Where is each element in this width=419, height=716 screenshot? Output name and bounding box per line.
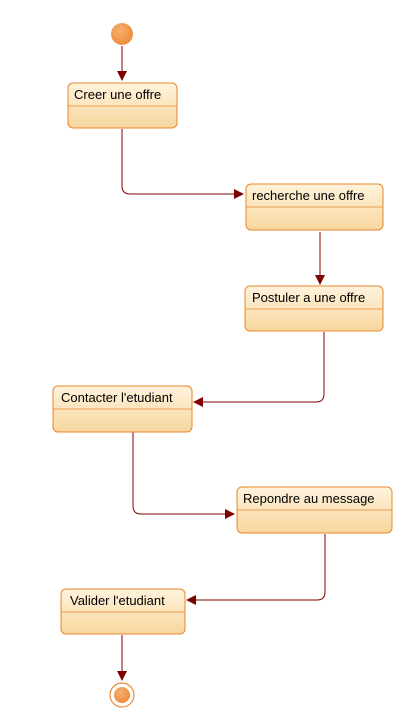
state-valider-l-etudiant[interactable]: Valider l'etudiant (60, 588, 186, 635)
initial-node[interactable] (111, 23, 133, 45)
transition-s4-to-s5[interactable] (132, 432, 235, 519)
state-creer-une-offre[interactable]: Creer une offre (67, 82, 178, 129)
transition-s1-to-s2[interactable] (121, 129, 244, 199)
transition-s5-to-s6[interactable] (186, 534, 326, 605)
final-node[interactable] (109, 682, 135, 708)
state-recherche-une-offre[interactable]: recherche une offre (245, 183, 384, 231)
state-contacter-l-etudiant[interactable]: Contacter l'etudiant (52, 385, 193, 433)
state-label: Contacter l'etudiant (61, 390, 173, 405)
state-repondre-au-message[interactable]: Repondre au message (236, 486, 393, 534)
state-label: Valider l'etudiant (70, 593, 165, 608)
state-label: Creer une offre (74, 87, 161, 102)
transitions-layer (117, 46, 326, 681)
state-label: Repondre au message (243, 491, 375, 506)
transition-s3-to-s4[interactable] (193, 332, 325, 407)
state-label: Postuler a une offre (252, 290, 365, 305)
state-label: recherche une offre (252, 188, 365, 203)
state-postuler-a-une-offre[interactable]: Postuler a une offre (244, 285, 384, 332)
